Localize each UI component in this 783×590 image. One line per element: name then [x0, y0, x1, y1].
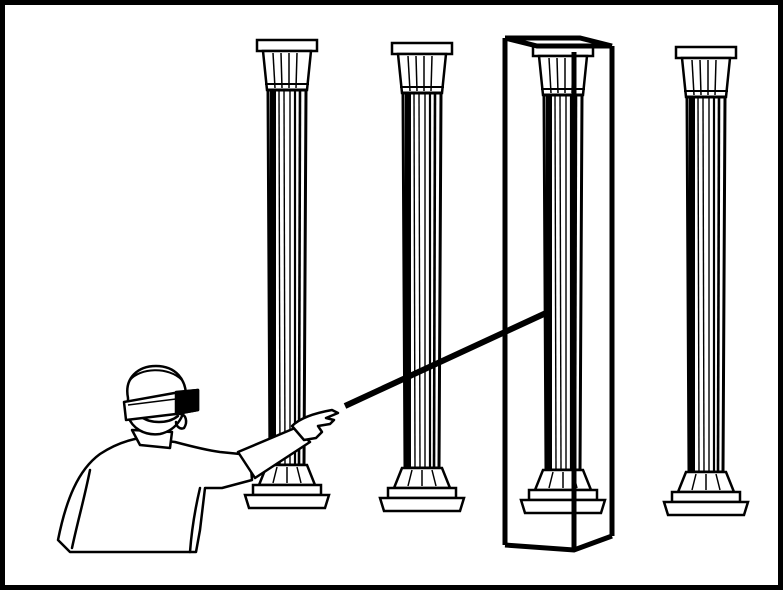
illustration-stage [0, 0, 783, 590]
scene-svg [0, 0, 783, 590]
